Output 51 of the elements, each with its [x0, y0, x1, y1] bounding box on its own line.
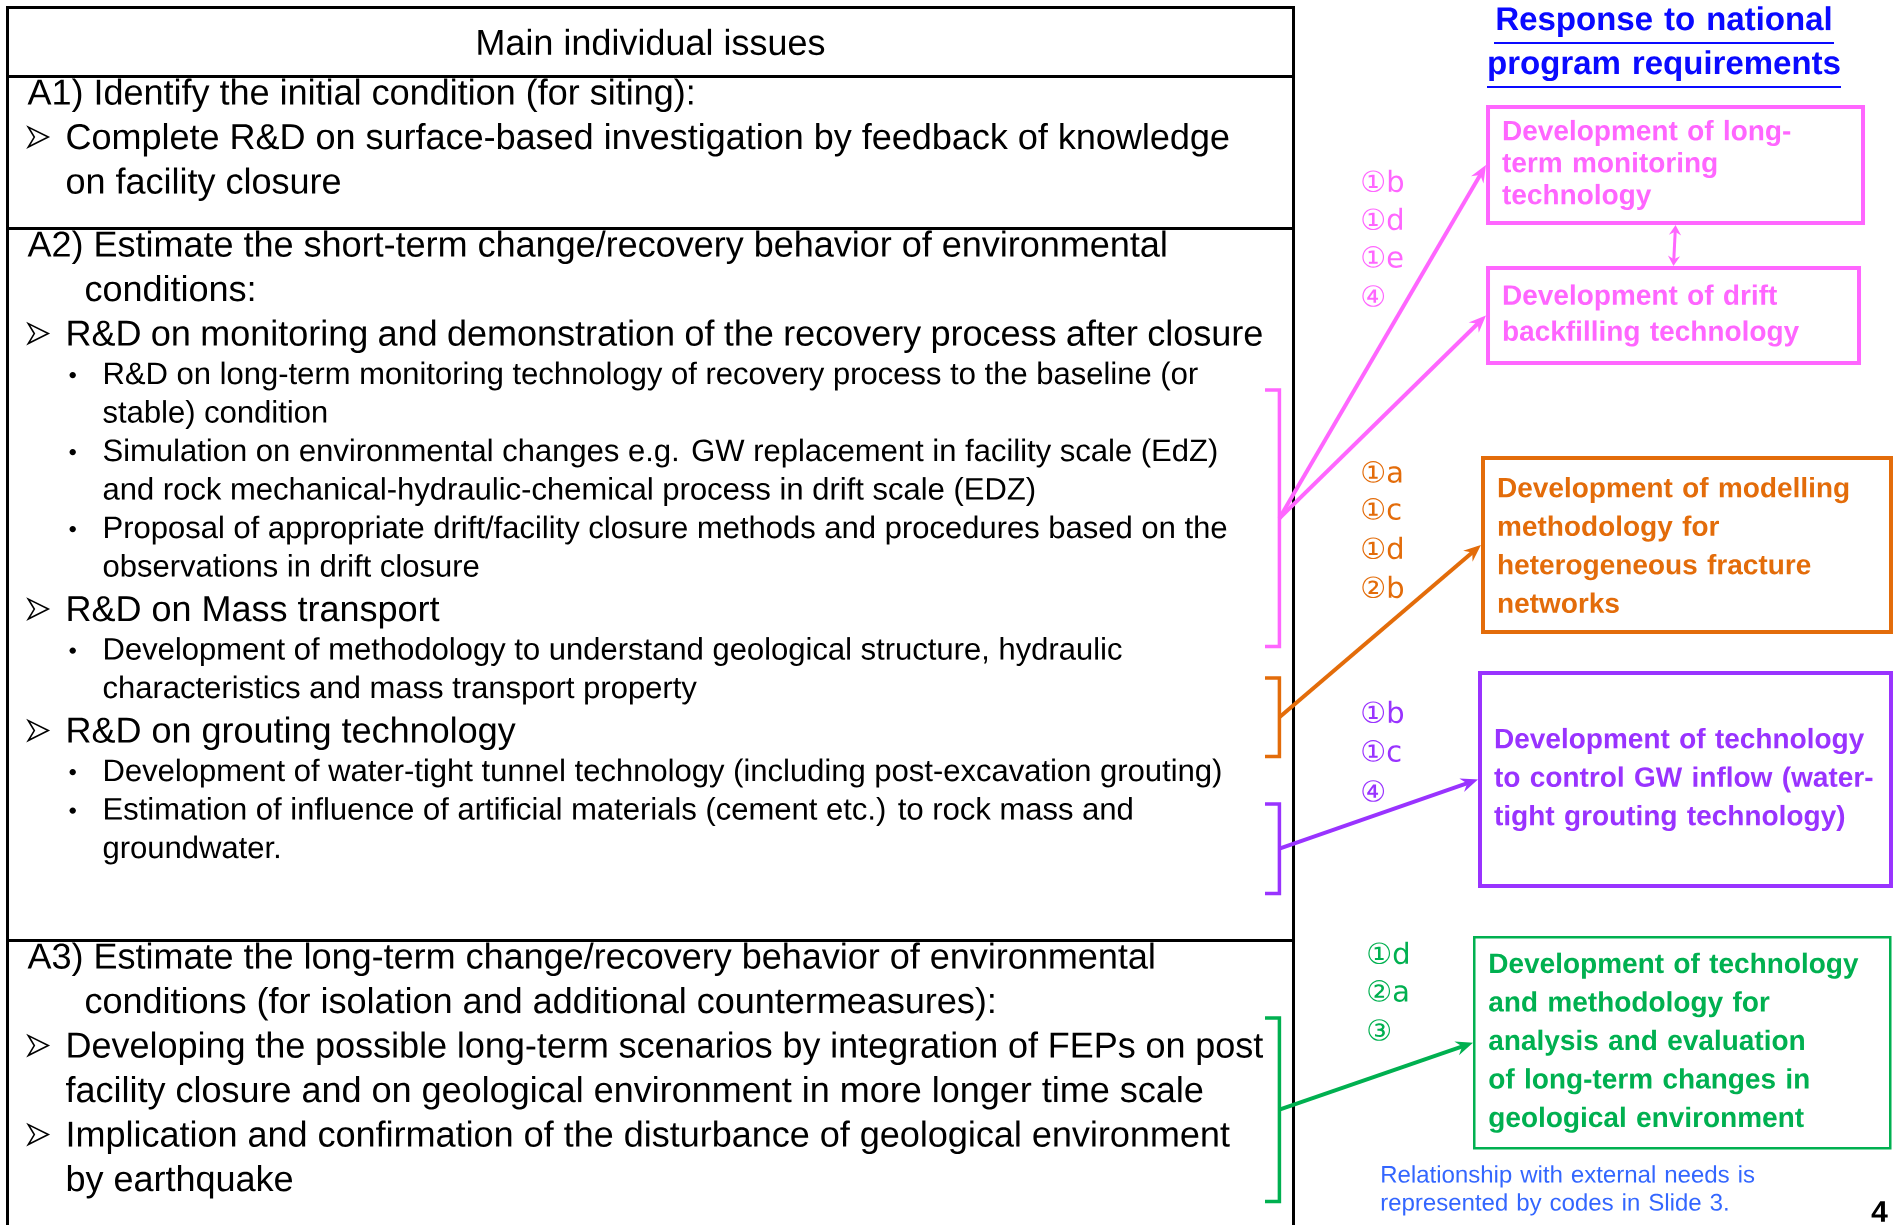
issue-cell [6, 75, 1295, 230]
requirement-code: ②a [1368, 980, 1408, 1002]
bracket [1265, 802, 1282, 896]
sub-bullet-item: Development of methodology to understand geological structure, hydraulic characteristics and mass transport property [69, 637, 1122, 705]
heading-text: A3) Estimate the long-term change/recovery behavior of environmental conditions (for isolation and additional countermeasures): [27, 942, 1154, 1021]
issue-cell [6, 939, 1295, 1225]
heading-text: A1) Identify the initial condition (for siting): [27, 78, 693, 113]
bullet-item: R&D on grouting technology [26, 716, 516, 751]
sub-bullet-item: Proposal of appropriate drift/facility closure methods and procedures based on the observations in drift closure [69, 515, 1227, 577]
header-text: Main individual issues [478, 28, 825, 56]
box-text: Development of modelling methodology for heterogeneous fracture networks [1498, 477, 1849, 613]
bracket [1265, 676, 1282, 759]
response-box [1486, 266, 1861, 365]
requirement-code: ①c [1362, 740, 1401, 762]
column-heading: Response to national program requirements [1486, 6, 1842, 88]
box-text: Development of long-term monitoring technology [1502, 119, 1791, 211]
sub-bullet-item: Development of water-tight tunnel technology (including post-excavation grouting) [69, 758, 1221, 788]
heading-text: A2) Estimate the short-term change/recovery behavior of environmental conditions: [27, 230, 1166, 302]
requirement-code: ①b [1362, 700, 1403, 724]
requirement-code: ①c [1362, 498, 1401, 520]
note-text: Relationship with external needs is represented by codes in Slide 3. [1381, 1165, 1755, 1216]
requirement-code: ①b [1362, 169, 1403, 193]
box-text: Development of technology to control GW inflow (water-tight grouting technology) [1494, 727, 1873, 832]
header-cell [6, 6, 1295, 78]
requirement-code: ②b [1362, 575, 1403, 599]
bullet-item: Implication and confirmation of the disturbance of geological environment by earthquake [26, 1120, 1230, 1199]
box-text: Development of technology and methodology for analysis and evaluation of long-term changes in geological environment [1489, 952, 1859, 1133]
requirement-code: ④ [1362, 780, 1385, 802]
requirement-code: ①d [1362, 207, 1402, 231]
requirement-code: ①d [1362, 536, 1402, 560]
bracket [1265, 388, 1282, 649]
sub-bullet-item: Estimation of influence of artificial materials (cement etc.) to rock mass and groundwater. [69, 797, 1132, 865]
sub-bullet-item: Simulation on environmental changes e.g. GW replacement in facility scale (EdZ) and rock mechanical-hydraulic-chemical process in drift scale (EDZ) [69, 438, 1217, 506]
sub-bullet-item: R&D on long-term monitoring technology of recovery process to the baseline (or stable) condition [69, 361, 1198, 429]
bracket [1265, 1016, 1282, 1204]
issue-cell [6, 227, 1295, 942]
box-text: Development of drift backfilling technology [1503, 284, 1799, 347]
bullet-item: R&D on Mass transport [26, 596, 440, 629]
bullet-item: Complete R&D on surface-based investigation by feedback of knowledge on facility closure [26, 123, 1229, 202]
requirement-code: ③ [1368, 1019, 1391, 1041]
response-box [1478, 671, 1893, 888]
requirement-code: ④ [1362, 285, 1385, 307]
requirement-code: ①d [1368, 941, 1408, 965]
bullet-item: R&D on monitoring and demonstration of the recovery process after closure [26, 319, 1262, 354]
bullet-item: Developing the possible long-term scenarios by integration of FEPs on post facility closure and on geological environment in more longer time scale [26, 1031, 1263, 1110]
requirement-code: ①e [1362, 246, 1403, 268]
requirement-code: ①a [1362, 461, 1402, 483]
response-box [1481, 456, 1893, 634]
page-number: 4 [1871, 1201, 1888, 1222]
response-box [1486, 105, 1865, 225]
response-box [1473, 936, 1892, 1150]
